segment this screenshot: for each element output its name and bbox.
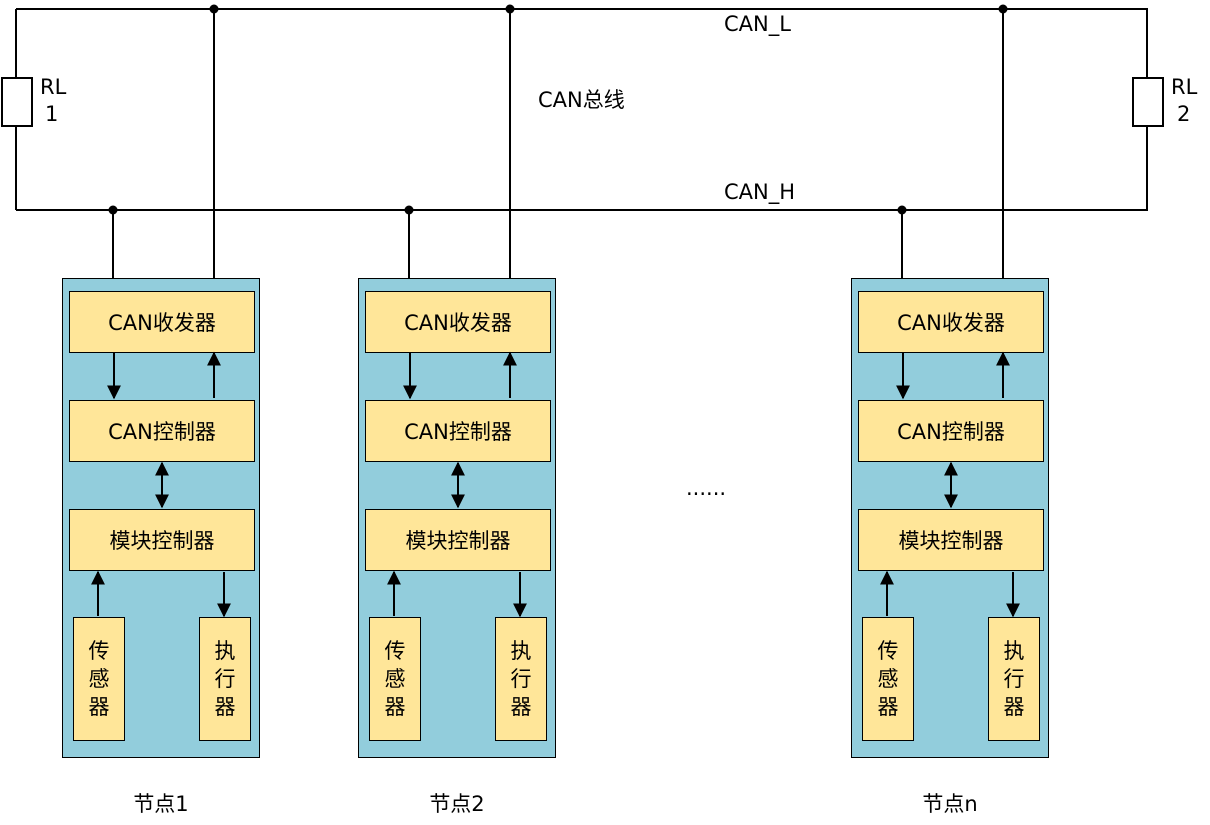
actuator-label: 执行器: [214, 639, 236, 719]
node-1-label: 节点1: [133, 792, 189, 816]
can-l-label: CAN_L: [724, 12, 791, 36]
node-n: CAN收发器 CAN控制器 模块控制器 传感器 执行器: [851, 278, 1049, 758]
sensor-label: 传感器: [384, 639, 406, 719]
sensor-block: 传感器: [369, 617, 421, 741]
can-controller: CAN控制器: [858, 400, 1044, 462]
sensor-block: 传感器: [73, 617, 125, 741]
can-controller: CAN控制器: [69, 400, 255, 462]
can-h-label: CAN_H: [724, 180, 796, 204]
ellipsis: ......: [686, 476, 727, 500]
node-2: CAN收发器 CAN控制器 模块控制器 传感器 执行器: [358, 278, 556, 758]
rl2-label-top: RL: [1171, 75, 1198, 99]
sensor-label: 传感器: [88, 639, 110, 719]
node-n-label: 节点n: [922, 792, 978, 816]
can-transceiver: CAN收发器: [858, 291, 1044, 353]
can-transceiver: CAN收发器: [69, 291, 255, 353]
rl2-label-bottom: 2: [1177, 102, 1191, 126]
module-controller: 模块控制器: [69, 509, 255, 571]
bus-title: CAN总线: [538, 88, 625, 112]
rl1-label-top: RL: [40, 75, 67, 99]
module-controller: 模块控制器: [365, 509, 551, 571]
can-controller: CAN控制器: [365, 400, 551, 462]
actuator-block: 执行器: [495, 617, 547, 741]
sensor-block: 传感器: [862, 617, 914, 741]
resistor-rl2: [1132, 77, 1164, 127]
can-transceiver: CAN收发器: [365, 291, 551, 353]
actuator-block: 执行器: [988, 617, 1040, 741]
node-1: CAN收发器 CAN控制器 模块控制器 传感器 执行器: [62, 278, 260, 758]
sensor-label: 传感器: [877, 639, 899, 719]
rl1-label-bottom: 1: [45, 102, 59, 126]
actuator-label: 执行器: [510, 639, 532, 719]
module-controller: 模块控制器: [858, 509, 1044, 571]
resistor-rl1: [1, 77, 33, 127]
actuator-label: 执行器: [1003, 639, 1025, 719]
actuator-block: 执行器: [199, 617, 251, 741]
node-2-label: 节点2: [429, 792, 485, 816]
